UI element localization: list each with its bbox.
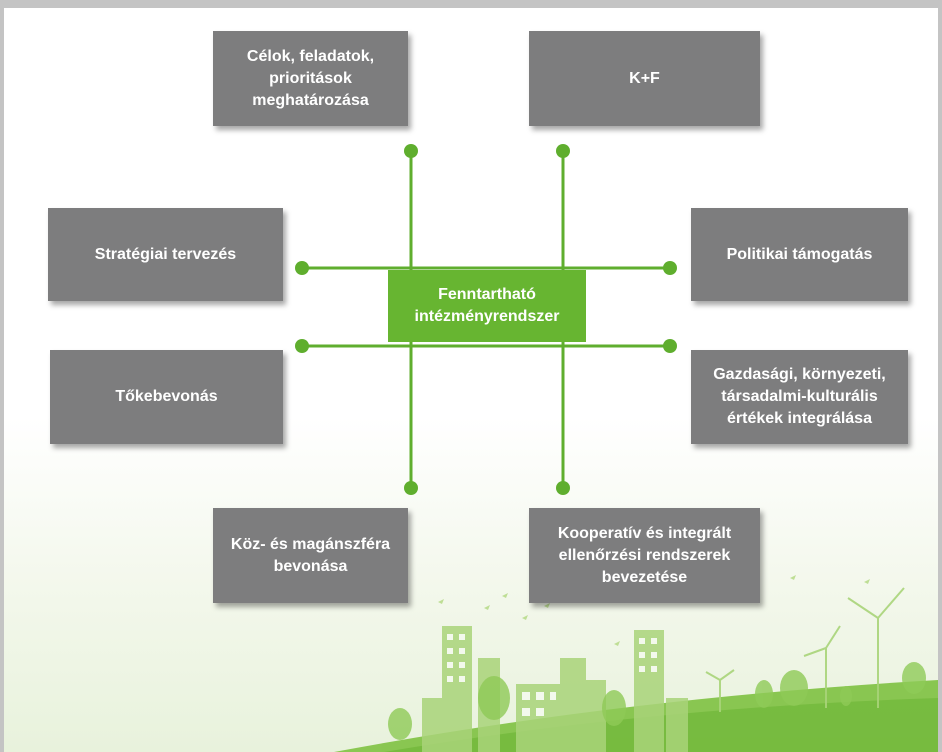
box-control-systems-introduction: Kooperatív és integrált ellenőrzési rend… bbox=[529, 508, 760, 603]
connector-node bbox=[295, 339, 309, 353]
connector-node bbox=[556, 481, 570, 495]
connector-node bbox=[404, 144, 418, 158]
connector-node bbox=[663, 339, 677, 353]
box-research-development: K+F bbox=[529, 31, 760, 126]
box-goals-tasks-priorities: Célok, feladatok, prioritások meghatároz… bbox=[213, 31, 408, 126]
green-city-illustration bbox=[334, 575, 938, 752]
box-political-support: Politikai támogatás bbox=[691, 208, 908, 301]
box-capital-involvement: Tőkebevonás bbox=[50, 350, 283, 444]
connector-node bbox=[295, 261, 309, 275]
connector-node bbox=[556, 144, 570, 158]
center-node-sustainable-institutional-system: Fenntartható intézményrendszer bbox=[388, 270, 586, 342]
box-value-integration: Gazdasági, környezeti, társadalmi-kultur… bbox=[691, 350, 908, 444]
connector-node bbox=[404, 481, 418, 495]
diagram-canvas: Fenntartható intézményrendszer Célok, fe… bbox=[4, 8, 938, 752]
box-strategic-planning: Stratégiai tervezés bbox=[48, 208, 283, 301]
box-public-private-involvement: Köz- és magánszféra bevonása bbox=[213, 508, 408, 603]
connector-node bbox=[663, 261, 677, 275]
